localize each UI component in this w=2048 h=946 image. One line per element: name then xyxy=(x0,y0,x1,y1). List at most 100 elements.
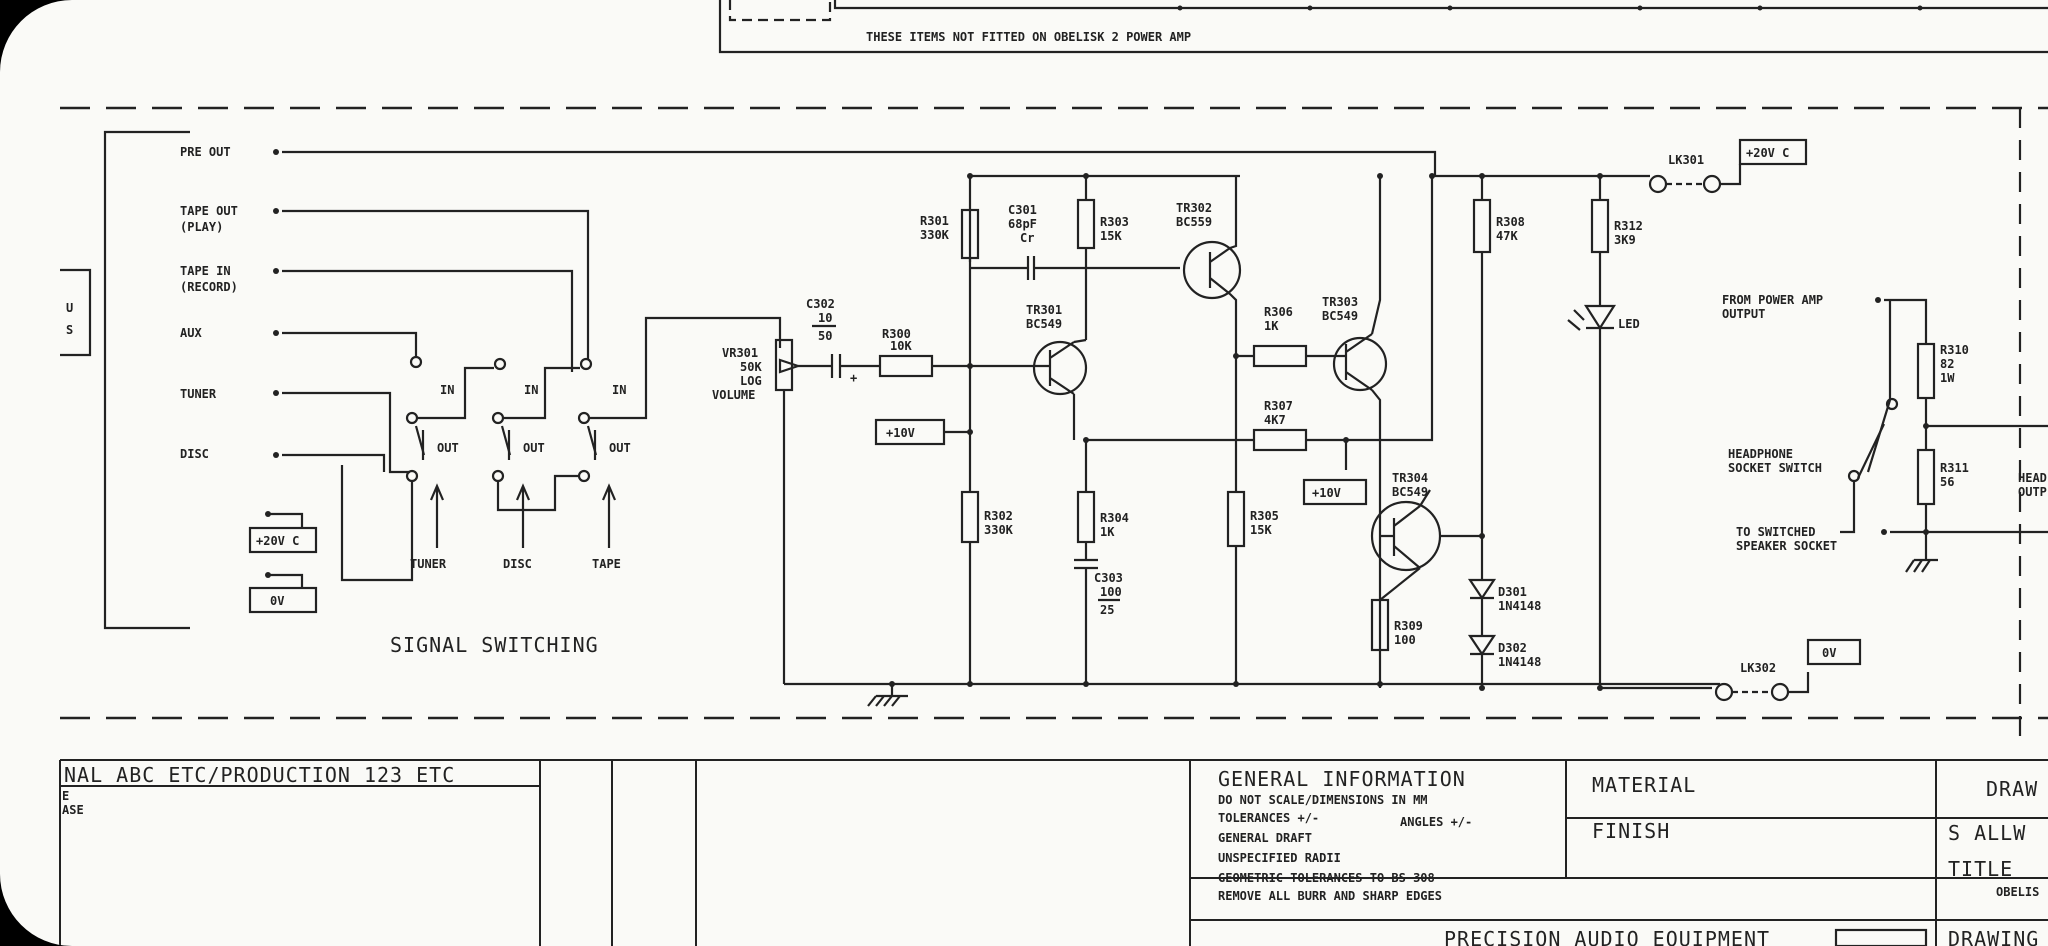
tape-in-record-label: (RECORD) xyxy=(180,280,238,294)
tr303-type: BC549 xyxy=(1322,309,1358,323)
title-block-side-1: E xyxy=(62,789,69,803)
tr303-ref: TR303 xyxy=(1322,295,1358,309)
vr301-taper: LOG xyxy=(740,374,762,388)
company-label: PRECISION AUDIO EQUIPMENT xyxy=(1444,927,1770,946)
r310-value: 82 xyxy=(1940,357,1954,371)
title-block-side-2: ASE xyxy=(62,803,84,817)
general-info-7: REMOVE ALL BURR AND SHARP EDGES xyxy=(1218,889,1442,903)
general-info-title: GENERAL INFORMATION xyxy=(1218,767,1466,791)
d301-type: 1N4148 xyxy=(1498,599,1541,613)
outp-partial: OUTP xyxy=(2018,485,2047,499)
r300-ref: R300 xyxy=(882,327,911,341)
r309-ref: R309 xyxy=(1394,619,1423,633)
r312-ref: R312 xyxy=(1614,219,1643,233)
r301-ref: R301 xyxy=(920,214,949,228)
rail-plus20-label: +20V C xyxy=(256,534,299,548)
switch2-in: IN xyxy=(524,383,538,397)
lk302-rail-label: 0V xyxy=(1822,646,1836,660)
r311-ref: R311 xyxy=(1940,461,1969,475)
vr301-value: 50K xyxy=(740,360,762,374)
general-info-5: UNSPECIFIED RADII xyxy=(1218,851,1341,865)
title-block-heading: NAL ABC ETC/PRODUCTION 123 ETC xyxy=(64,763,455,787)
from-amp-label: FROM POWER AMP xyxy=(1722,293,1823,307)
svg-text:+: + xyxy=(850,371,857,385)
switch1-in: IN xyxy=(440,383,454,397)
side-partial-s: S xyxy=(66,323,73,337)
r304-ref: R304 xyxy=(1100,511,1129,525)
vr301-symbol xyxy=(774,338,794,392)
top-note: THESE ITEMS NOT FITTED ON OBELISK 2 POWE… xyxy=(866,30,1191,44)
title-value: OBELIS xyxy=(1996,885,2039,899)
tr302-type: BC559 xyxy=(1176,215,1212,229)
switched-speaker-label-2: SPEAKER SOCKET xyxy=(1736,539,1837,553)
drawn-by-label: S ALLW xyxy=(1948,821,2026,845)
c301-note: Cr xyxy=(1020,231,1034,245)
r304-value: 1K xyxy=(1100,525,1115,539)
r303-value: 15K xyxy=(1100,229,1122,243)
tr304-type: BC549 xyxy=(1392,485,1428,499)
switch2-out: OUT xyxy=(523,441,545,455)
r312-value: 3K9 xyxy=(1614,233,1636,247)
signal-switching-title: SIGNAL SWITCHING xyxy=(390,633,599,657)
r307-ref: R307 xyxy=(1264,399,1293,413)
drawing-no-label: DRAWING xyxy=(1948,927,2039,946)
r307-value: 4K7 xyxy=(1264,413,1286,427)
tr302-symbol xyxy=(1182,240,1242,300)
plus10v-label-b: +10V xyxy=(1312,486,1341,500)
plus10v-label-a: +10V xyxy=(886,426,915,440)
r300-value: 10K xyxy=(890,339,912,353)
drawn-label: DRAW xyxy=(1986,777,2038,801)
material-label: MATERIAL xyxy=(1592,773,1696,797)
r305-ref: R305 xyxy=(1250,509,1279,523)
c303-voltage: 25 xyxy=(1100,603,1114,617)
top-strip: THESE ITEMS NOT FITTED ON OBELISK 2 POWE… xyxy=(718,0,2048,54)
general-info-1: DO NOT SCALE/DIMENSIONS IN MM xyxy=(1218,793,1428,807)
side-partial-u: U xyxy=(66,301,73,315)
disc-input-label: DISC xyxy=(180,447,209,461)
switch3-out: OUT xyxy=(609,441,631,455)
r301-value: 330K xyxy=(920,228,950,242)
plus10v-box-b xyxy=(1302,478,1368,506)
c303-ref: C303 xyxy=(1094,571,1123,585)
lk301-rail-box xyxy=(1738,138,1808,166)
switched-speaker-label: TO SWITCHED xyxy=(1736,525,1815,539)
r302-value: 330K xyxy=(984,523,1014,537)
headphone-switch-label-2: SOCKET SWITCH xyxy=(1728,461,1822,475)
tape-in-label: TAPE IN xyxy=(180,264,231,278)
r306-value: 1K xyxy=(1264,319,1279,333)
r305-value: 15K xyxy=(1250,523,1272,537)
lk302-rail-box xyxy=(1806,638,1862,666)
r306-ref: R306 xyxy=(1264,305,1293,319)
general-info-3: ANGLES +/- xyxy=(1400,815,1472,829)
finish-label: FINISH xyxy=(1592,819,1670,843)
headphone-output: FROM POWER AMP OUTPUT R310 82 1W R311 56… xyxy=(1722,108,2048,740)
tr302-ref: TR302 xyxy=(1176,201,1212,215)
lk301-label: LK301 xyxy=(1668,153,1704,167)
r308-ref: R308 xyxy=(1496,215,1525,229)
rail-plus20-box xyxy=(248,526,318,554)
rail-0v-box xyxy=(248,586,318,614)
c302-voltage: 50 xyxy=(818,329,832,343)
c303-value: 100 xyxy=(1100,585,1122,599)
tuner-switch-label: TUNER xyxy=(410,557,447,571)
c301-ref: C301 xyxy=(1008,203,1037,217)
disc-switch-label: DISC xyxy=(503,557,532,571)
tape-out-play-label: (PLAY) xyxy=(180,220,223,234)
r308-value: 47K xyxy=(1496,229,1518,243)
tr301-ref: TR301 xyxy=(1026,303,1062,317)
c302-ref: C302 xyxy=(806,297,835,311)
c302-value: 10 xyxy=(818,311,832,325)
rail-0v-label: 0V xyxy=(270,594,284,608)
signal-switching: U S PRE OUT TAPE OUT (PLAY) TAPE IN (REC… xyxy=(60,130,1437,657)
from-amp-label-2: OUTPUT xyxy=(1722,307,1765,321)
r302-ref: R302 xyxy=(984,509,1013,523)
tr303-symbol xyxy=(1332,336,1388,392)
aux-label: AUX xyxy=(180,326,202,340)
general-info-4: GENERAL DRAFT xyxy=(1218,831,1312,845)
head-partial: HEAD xyxy=(2018,471,2047,485)
d302-ref: D302 xyxy=(1498,641,1527,655)
r310-rating: 1W xyxy=(1940,371,1955,385)
lk301-rail-label: +20V C xyxy=(1746,146,1789,160)
